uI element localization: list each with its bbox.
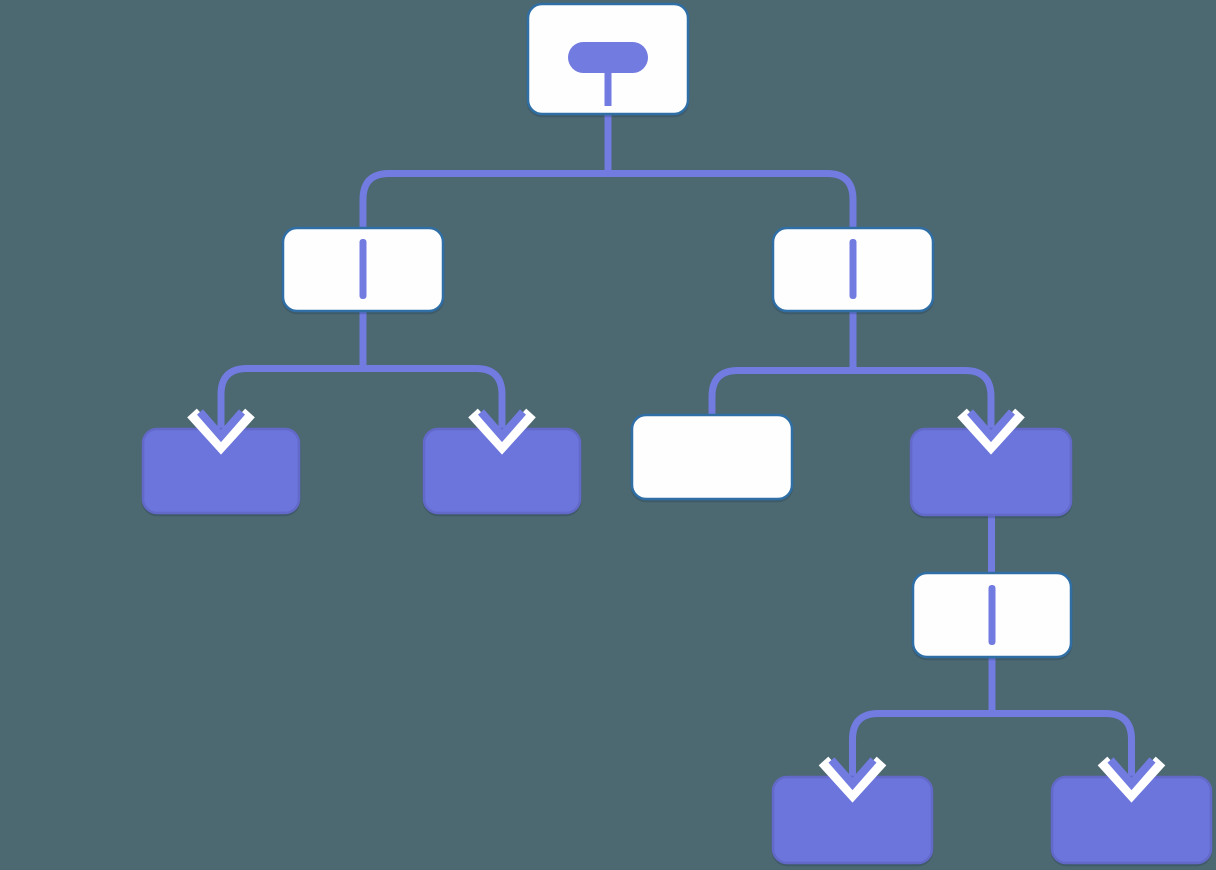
node-icons [359,42,996,645]
trunk-icon [604,72,612,106]
arrowhead-down-icon [1107,757,1156,791]
arrowhead-down-icon [828,757,877,791]
connectors [217,114,1135,778]
chevron-down-icon [468,408,536,455]
connector-connectornode-to-leaf-d [992,710,1135,778]
node-leaf-c [771,775,934,865]
chevron-arrow-down-icon [1097,756,1166,803]
chevron-arrow-down-icon [818,756,887,803]
connector-connectornode-to-leaf-c [849,710,992,778]
pill-icon [568,42,648,73]
node-branch-deep [909,427,1073,517]
arrowhead-down-icon [196,409,246,443]
connector-branchright-to-page [708,367,853,416]
connector-branchleft-to-leaf-a [217,365,363,430]
chevron-arrows [187,408,1166,803]
chevron-arrow-down-icon [957,408,1025,455]
connector-root-to-left [359,170,608,229]
pill-with-trunk-icon [568,42,648,106]
nodes [141,2,1213,865]
chevron-down-icon [818,756,887,803]
vertical-line-icon [988,585,996,645]
chevron-down-icon [1097,756,1166,803]
chevron-arrow-down-icon [187,408,255,455]
chevron-down-icon [957,408,1025,455]
node-leaf-d [1050,775,1213,865]
connector-branchright-to-deep [853,367,995,430]
connector-root-to-right [608,170,857,229]
arrowhead-down-icon [477,409,527,443]
node-leaf-b [422,427,582,515]
node-page-plain [630,413,794,501]
connector-branchleft-to-leaf-b [363,365,506,430]
node-leaf-a [141,427,301,515]
chevron-arrow-down-icon [468,408,536,455]
arrowhead-down-icon [966,409,1016,443]
vertical-line-icon [359,239,367,299]
vertical-line-icon [849,239,857,299]
chevron-down-icon [187,408,255,455]
